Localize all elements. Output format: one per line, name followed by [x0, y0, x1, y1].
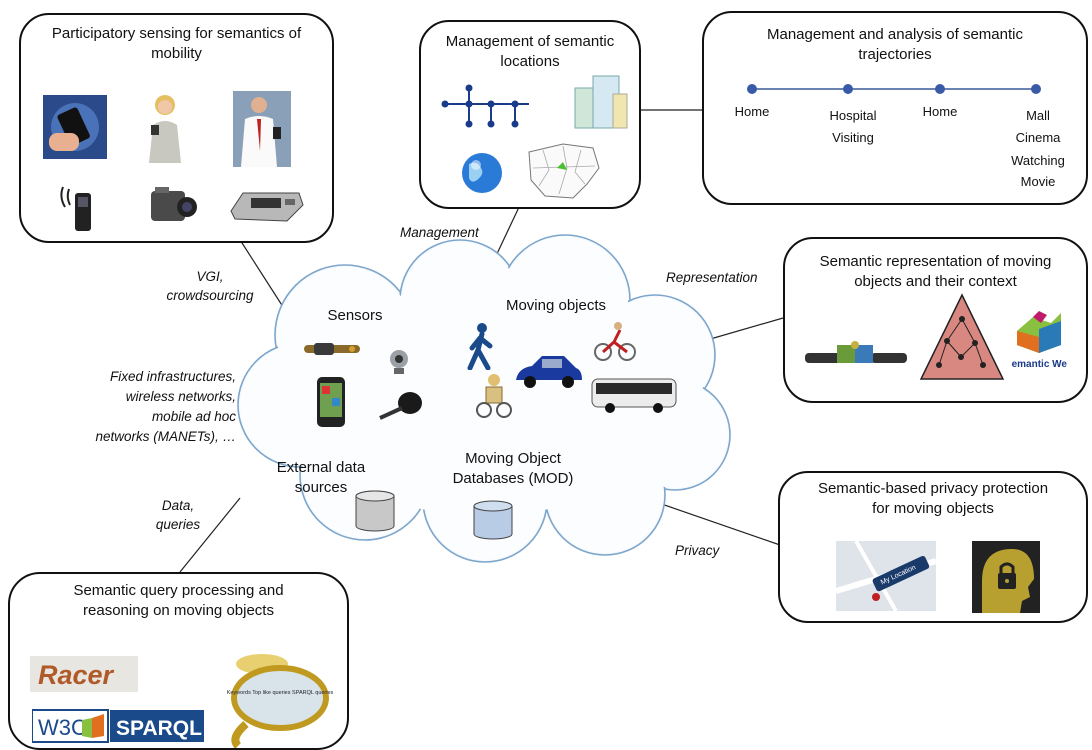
bus-icon: [591, 378, 677, 413]
stop-1-place: Home: [734, 104, 770, 119]
cyclist-icon: [594, 322, 636, 361]
webcam-icon: [390, 350, 408, 374]
edge-label-vgi-text: VGI, crowdsourcing: [166, 269, 254, 303]
edge-locations: [494, 204, 521, 259]
semantic-privacy-title: Semantic-based privacy protection for mo…: [817, 480, 1049, 517]
infra-line-4: networks (MANETs), …: [95, 429, 236, 444]
semantic-web-logo: Semantic Web: [1011, 311, 1067, 370]
globe-icon: [462, 153, 502, 193]
edge-label-representation: Representation: [666, 270, 758, 285]
sensor-device-icon: [304, 343, 360, 355]
semantic-locations-box: Management of semantic locations: [419, 20, 641, 209]
edge-query: [179, 497, 241, 573]
stop-2-activity: Visiting: [832, 130, 874, 145]
database-icon-mod: [473, 500, 513, 540]
semantic-query-title: Semantic query processing and reasoning …: [73, 582, 284, 619]
edge-privacy: [649, 499, 781, 546]
infra-line-1: Fixed infrastructures,: [109, 369, 236, 384]
mod-label: Moving Object Databases (MOD): [452, 450, 574, 487]
gps-device-icon: [230, 192, 304, 222]
phone-hand-icon: [43, 95, 107, 159]
cell-phone-signal-icon: [60, 186, 91, 231]
cloud: [237, 234, 731, 563]
smartphone-icon: [317, 377, 345, 427]
car-icon: [516, 356, 582, 388]
pedestrian-icon: [467, 323, 493, 370]
edge-participatory: [234, 231, 286, 311]
database-icon-external: [355, 490, 395, 532]
infra-line-3: mobile ad hoc: [151, 409, 236, 424]
w3c-text: W3C: [38, 715, 87, 740]
magnifier-caption: Keywords Top like queries SPARQL queries: [227, 690, 334, 696]
ontology-triangle-icon: [919, 293, 1005, 380]
edge-label-privacy: Privacy: [675, 543, 720, 558]
data-line-1: Data,: [161, 498, 195, 513]
semantic-trajectories-title: Management and analysis of semantic traj…: [767, 26, 1023, 63]
magnifier-text: Keywords Top like queries SPARQL queries: [227, 690, 334, 696]
man-phone-icon: [233, 91, 291, 167]
puzzle-handshake-icon: [805, 341, 907, 363]
microphone-icon: [379, 392, 422, 420]
woman-phone-icon: [149, 95, 181, 163]
edge-label-management: Management: [400, 225, 479, 240]
camcorder-icon: [151, 187, 197, 221]
buildings-icon: [574, 75, 628, 129]
spain-map-icon: [528, 143, 600, 199]
edge-label-data: Data, queries: [148, 496, 208, 534]
semantic-privacy-box: Semantic-based privacy protection for mo…: [778, 471, 1088, 623]
semantic-query-box: Semantic query processing and reasoning …: [8, 572, 349, 750]
semantic-representation-title: Semantic representation of moving object…: [819, 253, 1052, 290]
moving-objects-label: Moving objects: [505, 297, 607, 314]
motorcycle-icon: [476, 374, 512, 418]
edge-label-vgi: VGI, crowdsourcing: [152, 267, 268, 305]
sensors-label: Sensors: [327, 307, 383, 324]
edge-representation: [699, 317, 784, 343]
semantic-representation-box: Semantic representation of moving object…: [783, 237, 1088, 403]
semantic-web-text: Semantic Web: [1011, 359, 1067, 370]
graph-network-icon: [441, 84, 529, 128]
sparql-text: SPARQL: [116, 717, 202, 740]
magnifier-icon: Keywords Top like queries SPARQL queries: [227, 654, 334, 748]
external-sources-label: External data sources: [276, 459, 366, 496]
lock-head-icon: [972, 541, 1040, 613]
stop-4-place: Mall: [1026, 108, 1050, 123]
trajectory-timeline: [747, 84, 1041, 94]
data-line-2: queries: [155, 517, 201, 532]
participatory-sensing-box: Participatory sensing for semantics of m…: [19, 13, 334, 243]
stop-2: Hospital Visiting: [818, 105, 888, 149]
w3c-sparql-logo: W3C SPARQL: [32, 709, 204, 743]
semantic-locations-title: Management of semantic locations: [445, 33, 615, 70]
stop-2-place: Hospital: [829, 108, 877, 123]
racer-logo: Racer: [30, 656, 138, 692]
stop-4: Mall Cinema Watching Movie: [1000, 105, 1076, 192]
edge-label-infrastructure: Fixed infrastructures, wireless networks…: [26, 367, 236, 447]
semantic-trajectories-box: Management and analysis of semantic traj…: [702, 11, 1088, 205]
participatory-sensing-title: Participatory sensing for semantics of m…: [51, 25, 302, 62]
infra-line-2: wireless networks,: [125, 389, 236, 404]
stop-3-place: Home: [922, 104, 958, 119]
stop-1: Home: [722, 101, 782, 123]
stop-4-activity-2: Watching Movie: [1011, 153, 1065, 189]
racer-text: Racer: [38, 660, 115, 690]
location-map-icon: My Location: [836, 541, 936, 611]
stop-3: Home: [910, 101, 970, 123]
stop-4-activity: Cinema: [1015, 130, 1061, 145]
